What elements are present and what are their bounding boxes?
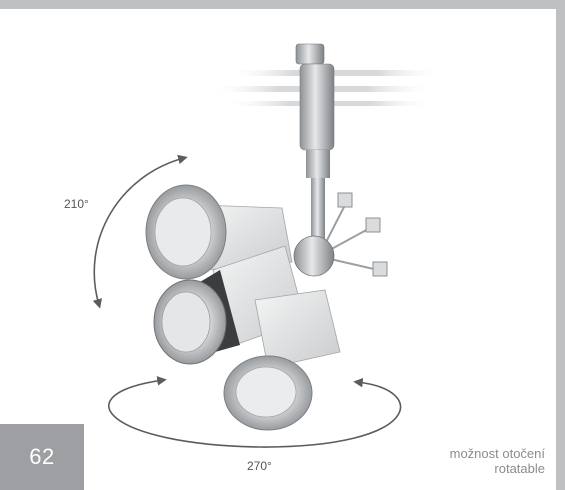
page-number: 62: [29, 444, 55, 469]
caption-english: rotatable: [494, 461, 545, 476]
page-number-box: 62: [0, 424, 84, 490]
track-adapter: [295, 43, 335, 248]
rotation-angle-horizontal: 270°: [247, 459, 272, 473]
caption: možnost otočení rotatable: [450, 446, 545, 476]
pivot-hub: [293, 235, 335, 277]
spotlight-head-lower: [223, 289, 341, 431]
knob-arms: [321, 192, 388, 277]
rotation-angle-vertical: 210°: [64, 197, 89, 211]
caption-czech: možnost otočení: [449, 446, 545, 461]
rotation-arrow-270: [108, 376, 402, 448]
rotation-arrow-210: [92, 154, 188, 309]
